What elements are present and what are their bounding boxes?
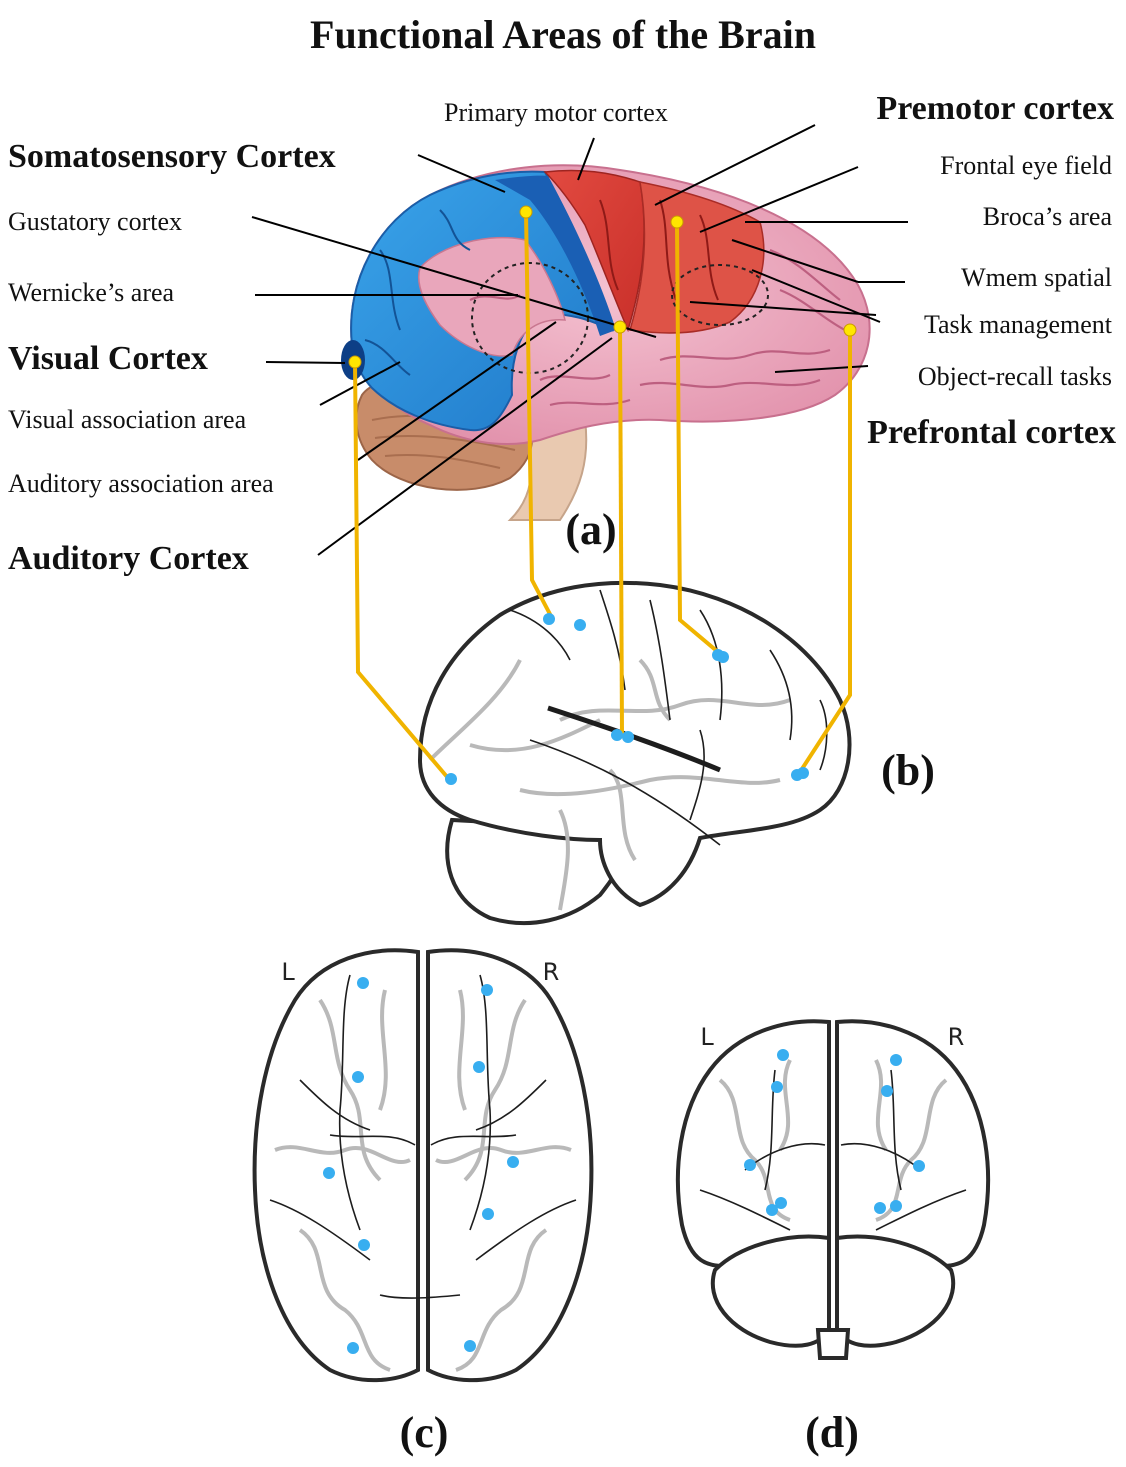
electrode — [464, 1340, 476, 1352]
electrode — [543, 613, 555, 625]
electrode — [890, 1054, 902, 1066]
electrode — [744, 1159, 756, 1171]
primary-somatosensory-strip — [495, 175, 616, 336]
electrode — [890, 1200, 902, 1212]
panel-label-a: (a) — [565, 505, 616, 554]
electrode — [622, 731, 634, 743]
electrode — [874, 1202, 886, 1214]
electrode — [445, 773, 457, 785]
panel-a-lateral-brain-illustration — [341, 164, 871, 521]
label-visual-cortex: Visual Cortex — [8, 340, 208, 377]
electrode — [473, 1061, 485, 1073]
lateral-sulci — [428, 658, 791, 911]
connector-anchor — [670, 215, 684, 229]
electrode — [352, 1071, 364, 1083]
label-prefrontal-cortex: Prefrontal cortex — [867, 414, 1116, 451]
electrode — [611, 729, 623, 741]
orientation-left-c: L — [281, 958, 295, 986]
electrode — [717, 651, 729, 663]
label-premotor-cortex: Premotor cortex — [876, 90, 1114, 127]
axial-sulci — [274, 989, 572, 1372]
axial-electrodes — [323, 977, 519, 1354]
panel-b-lateral-glass-brain — [417, 580, 852, 925]
axial-vessels — [269, 974, 577, 1299]
label-object-recall-tasks: Object-recall tasks — [918, 362, 1112, 391]
electrode — [881, 1085, 893, 1097]
coronal-right-hemisphere-outline — [835, 1019, 991, 1269]
connector-anchor — [519, 205, 533, 219]
leader-lines — [251, 124, 908, 556]
panel-d-coronal-glass-brain — [675, 1019, 991, 1360]
panel-label-c: (c) — [400, 1408, 449, 1457]
label-auditory-association-area: Auditory association area — [8, 469, 274, 498]
electrode — [482, 1208, 494, 1220]
coronal-brainstem — [815, 1328, 851, 1360]
label-frontal-eye-field: Frontal eye field — [940, 151, 1112, 180]
correspondence-connectors — [348, 205, 857, 780]
electrode — [357, 977, 369, 989]
connector-anchor — [843, 323, 857, 337]
label-auditory-cortex: Auditory Cortex — [8, 540, 249, 577]
electrode — [775, 1197, 787, 1209]
electrode — [347, 1342, 359, 1354]
electrode — [481, 984, 493, 996]
label-wernickes-area: Wernicke’s area — [8, 278, 175, 307]
coronal-right-cerebellum — [835, 1234, 956, 1348]
label-wmem-spatial: Wmem spatial — [961, 263, 1112, 292]
electrode — [358, 1239, 370, 1251]
panel-label-b: (b) — [881, 746, 935, 795]
connector-anchor — [613, 320, 627, 334]
electrode — [766, 1204, 778, 1216]
panel-label-d: (d) — [805, 1408, 859, 1457]
orientation-left-d: L — [700, 1023, 714, 1051]
coronal-left-cerebellum — [710, 1234, 831, 1348]
label-task-management: Task management — [924, 310, 1113, 339]
electrode — [574, 619, 586, 631]
axial-left-hemisphere-outline — [252, 948, 420, 1383]
electrode — [913, 1160, 925, 1172]
orientation-right-c: R — [543, 958, 560, 986]
orientation-right-d: R — [948, 1023, 965, 1051]
label-visual-association-area: Visual association area — [8, 405, 247, 434]
label-primary-motor-cortex: Primary motor cortex — [444, 98, 668, 127]
electrode — [797, 767, 809, 779]
coronal-left-hemisphere-outline — [675, 1019, 831, 1269]
electrode — [323, 1167, 335, 1179]
panel-c-axial-glass-brain — [252, 948, 594, 1383]
electrode — [777, 1049, 789, 1061]
electrode — [771, 1081, 783, 1093]
label-gustatory-cortex: Gustatory cortex — [8, 207, 182, 236]
electrode — [507, 1156, 519, 1168]
brocas-area-outline — [671, 264, 769, 326]
coronal-electrodes — [744, 1049, 925, 1216]
region-labels: Primary motor cortex Premotor cortex Som… — [8, 90, 1116, 577]
primary-motor-strip — [543, 169, 645, 333]
lateral-electrodes — [445, 613, 809, 785]
connector-anchor — [348, 355, 362, 369]
figure-title: Functional Areas of the Brain — [310, 12, 816, 57]
label-somatosensory-cortex: Somatosensory Cortex — [8, 138, 336, 175]
label-brocas-area: Broca’s area — [983, 202, 1113, 231]
